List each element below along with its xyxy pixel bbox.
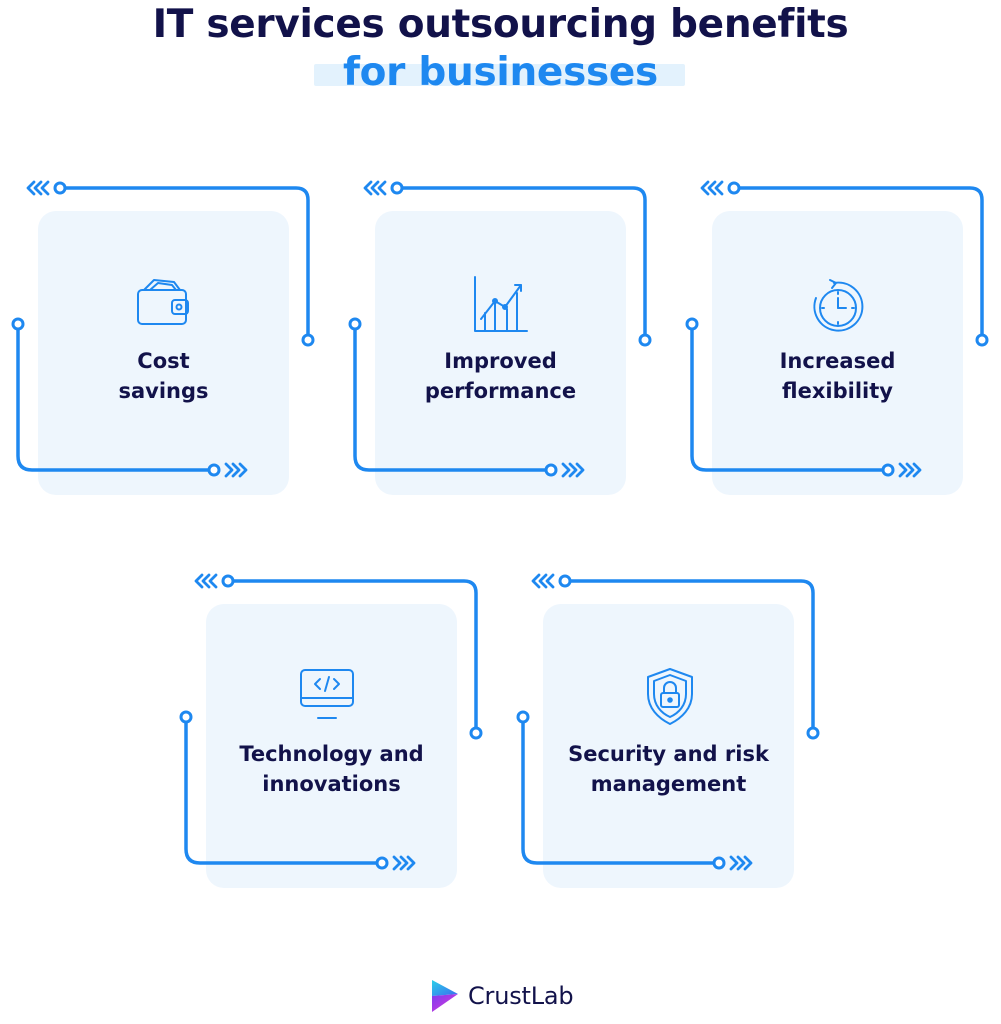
connector-security-risk [518,575,818,869]
clock-icon [813,279,864,332]
connector-increased-flexibility [687,182,987,476]
connector-improved-performance [350,182,650,476]
title-line-2: for businesses [343,50,658,95]
wallet-icon [137,279,189,325]
connector-cost-savings [13,182,313,476]
title-highlight [314,64,685,86]
shield-lock-icon [647,668,693,725]
monitor-code-icon [300,669,354,719]
connector-technology-innovations [181,575,481,869]
brand-name: CrustLab [468,982,574,1010]
brand-footer: CrustLab [430,976,574,1016]
crustlab-logo-icon [432,980,458,1012]
title-line-1: IT services outsourcing benefits [152,2,849,47]
growth-chart-icon [474,276,528,332]
